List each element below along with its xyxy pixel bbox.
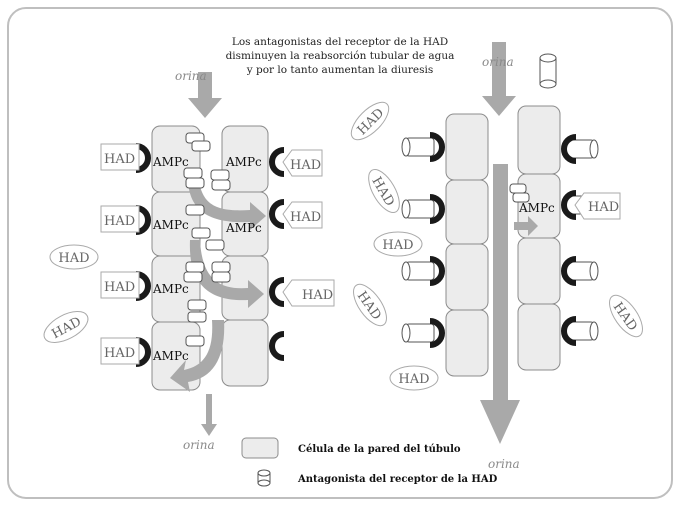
- hormone-label: HAD: [290, 158, 321, 173]
- hormone-label: HAD: [58, 251, 89, 266]
- tubule-cell: [446, 244, 488, 310]
- ampc-label: AMPc: [152, 155, 189, 169]
- flow-label-bottom-left: orina: [183, 438, 215, 452]
- ampc-label: AMPc: [225, 221, 262, 235]
- hormone-label: HAD: [588, 200, 619, 215]
- hormone-label: HAD: [104, 346, 135, 361]
- hormone-label: HAD: [290, 210, 321, 225]
- legend-antagonist-icon: [258, 470, 270, 486]
- tubule-cell: [222, 320, 268, 386]
- flow-label-bottom-right: orina: [488, 457, 520, 471]
- tubule-cell: [518, 304, 560, 370]
- tubule-cell: [518, 106, 560, 174]
- hormone-label: HAD: [398, 372, 429, 387]
- ampc-label: AMPc: [152, 349, 189, 363]
- legend-cell-label: Célula de la pared del túbulo: [298, 444, 461, 455]
- ampc-label: AMPc: [518, 201, 555, 215]
- ampc-label: AMPc: [225, 155, 262, 169]
- antagonist-cylinder: [540, 54, 556, 88]
- caption-line-2: disminuyen la reabsorción tubular de agu…: [226, 50, 455, 62]
- legend-antagonist-label: Antagonista del receptor de la HAD: [297, 474, 498, 485]
- ampc-label: AMPc: [152, 282, 189, 296]
- flow-label-top-left: orina: [175, 69, 207, 83]
- legend-cell-swatch: [242, 438, 278, 458]
- tubule-cell: [518, 238, 560, 304]
- flow-label-top-right: orina: [482, 55, 514, 69]
- ampc-label: AMPc: [152, 218, 189, 232]
- outer-frame: [8, 8, 672, 498]
- hormone-label: HAD: [104, 152, 135, 167]
- hormone-label: HAD: [302, 288, 333, 303]
- tubule-cell: [446, 310, 488, 376]
- caption-line-1: Los antagonistas del receptor de la HAD: [232, 36, 448, 48]
- hormone-label: HAD: [104, 280, 135, 295]
- hormone-label: HAD: [104, 214, 135, 229]
- caption-line-3: y por lo tanto aumentan la diuresis: [246, 64, 434, 76]
- tubule-cell: [446, 114, 488, 180]
- hormone-label: HAD: [382, 238, 413, 253]
- tubule-cell: [446, 180, 488, 244]
- aquaporin-channels: [510, 184, 529, 202]
